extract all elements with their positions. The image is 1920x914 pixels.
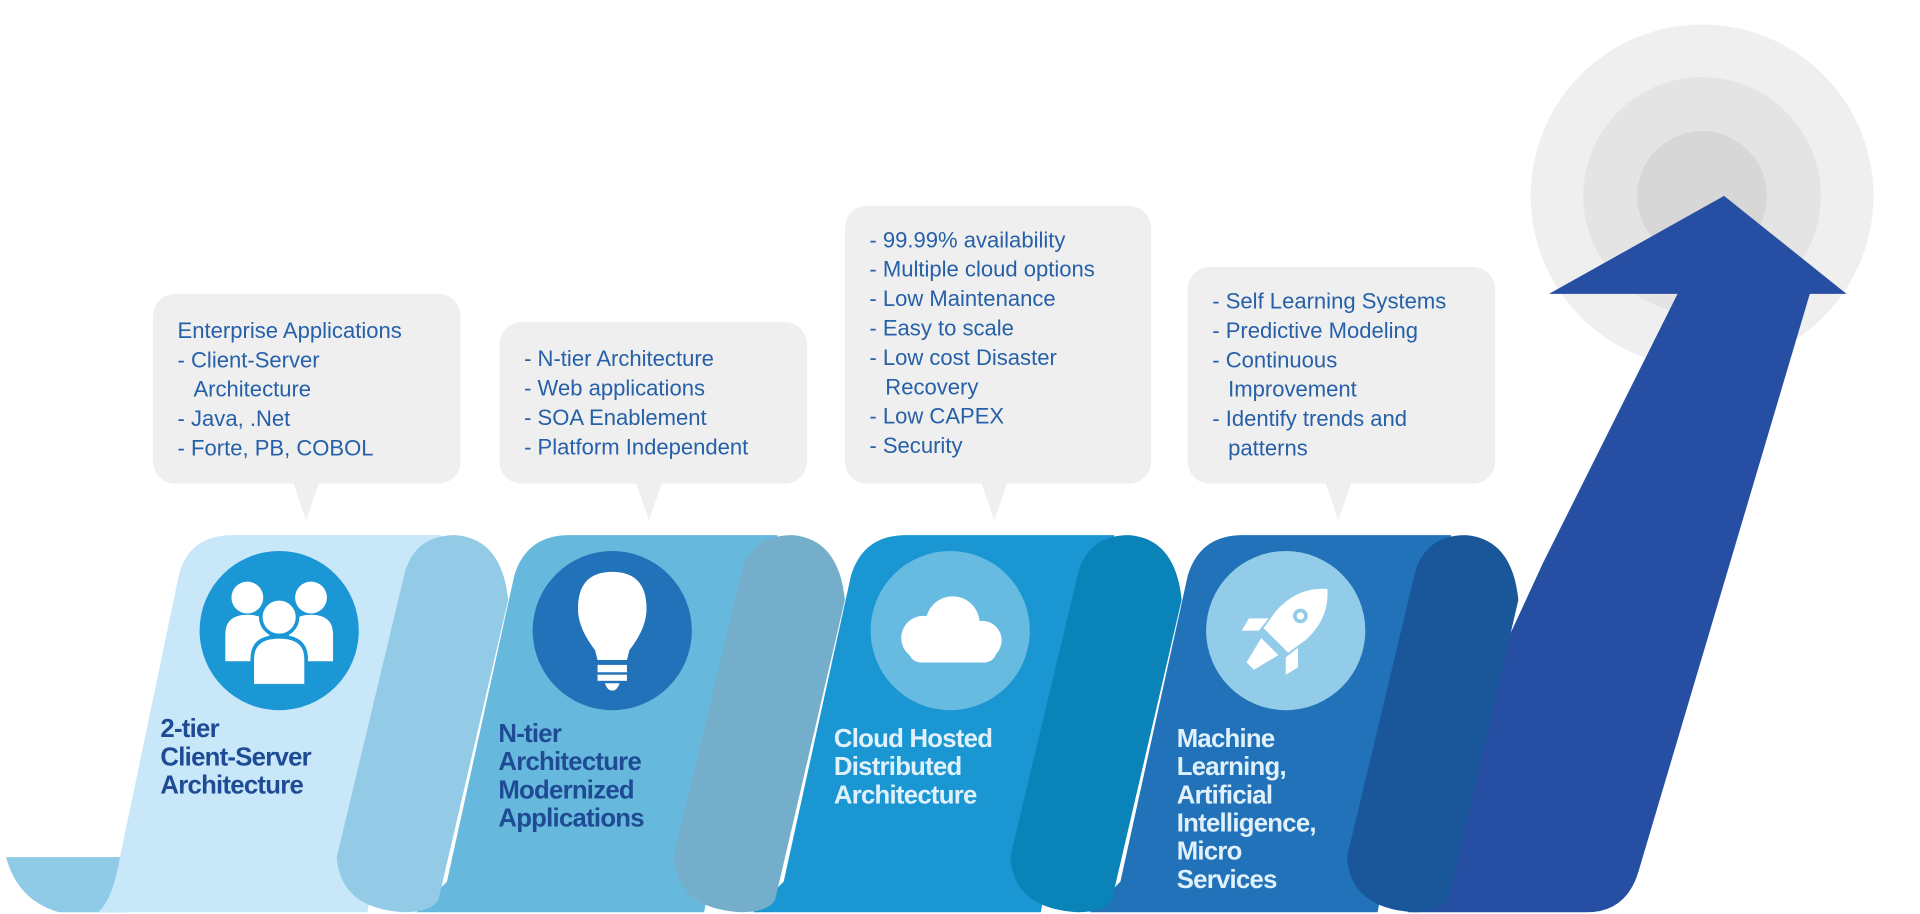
people-group-icon bbox=[225, 581, 334, 686]
stage2-fold bbox=[673, 535, 845, 913]
callout-line: - Multiple cloud options bbox=[869, 257, 1095, 282]
stage2-icon-circle bbox=[532, 551, 692, 711]
title-line: Client-Server bbox=[160, 743, 311, 772]
callout-line: - Forte, PB, COBOL bbox=[177, 435, 374, 461]
callout-line: - Web applications bbox=[524, 375, 706, 401]
title-line: Architecture bbox=[833, 781, 977, 810]
stage3-icon-circle bbox=[870, 551, 1030, 711]
title-line: Intelligence, bbox=[1176, 809, 1317, 838]
growth-arrow bbox=[1395, 195, 1847, 913]
title-line: Applications bbox=[498, 804, 644, 833]
stage1-callout: Enterprise Applications - Client-Server … bbox=[153, 293, 461, 521]
stage3-callout: - 99.99% availability - Multiple cloud o… bbox=[844, 205, 1152, 521]
callout-line: - Easy to scale bbox=[869, 315, 1014, 341]
callout-line: - Platform Independent bbox=[524, 434, 749, 460]
callout-line: Enterprise Applications bbox=[177, 318, 402, 343]
callout-line: Improvement bbox=[1228, 377, 1357, 402]
callout-line: - Low CAPEX bbox=[869, 404, 1005, 429]
callout-line: - Identify trends and bbox=[1212, 406, 1408, 432]
callout-pointer bbox=[1324, 481, 1352, 521]
callout-line: - Security bbox=[869, 433, 963, 458]
title-line: N-tier bbox=[498, 720, 562, 749]
stage3-title: Cloud Hosted Distributed Architecture bbox=[833, 724, 993, 810]
callout-line: - Self Learning Systems bbox=[1212, 288, 1447, 314]
callout-line: patterns bbox=[1228, 435, 1308, 461]
callout-line: - 99.99% availability bbox=[869, 227, 1066, 253]
callout-line: - Predictive Modeling bbox=[1212, 318, 1419, 343]
stage2-callout: - N-tier Architecture - Web applications… bbox=[499, 322, 807, 521]
callout-line: - N-tier Architecture bbox=[524, 346, 714, 372]
callout-line: - Low Maintenance bbox=[869, 286, 1056, 312]
callout-line: - Client-Server bbox=[177, 347, 320, 373]
callout-line: - Continuous bbox=[1212, 347, 1338, 373]
callout-line: Architecture bbox=[193, 377, 312, 402]
stage1-title: 2-tier Client-Server Architecture bbox=[160, 715, 311, 799]
stage4-callout: - Self Learning Systems - Predictive Mod… bbox=[1187, 266, 1496, 521]
title-line: Architecture bbox=[160, 771, 304, 800]
stage2-title: N-tier Architecture Modernized Applicati… bbox=[498, 720, 644, 833]
title-line: Cloud Hosted bbox=[833, 724, 993, 754]
stage4-icon-circle bbox=[1206, 551, 1366, 711]
callout-line: - Low cost Disaster bbox=[869, 345, 1057, 370]
stage4-fold bbox=[1346, 535, 1519, 913]
title-line: Architecture bbox=[498, 748, 642, 777]
title-line: Distributed bbox=[833, 753, 962, 782]
title-line: Machine bbox=[1176, 724, 1275, 754]
cloud-icon bbox=[901, 596, 1002, 663]
title-line: Artificial bbox=[1176, 781, 1273, 810]
rocket-icon bbox=[1241, 588, 1328, 675]
lightbulb-icon bbox=[577, 571, 647, 691]
stage1-fold bbox=[336, 535, 509, 913]
title-line: Micro bbox=[1176, 837, 1243, 866]
callout-line: - Java, .Net bbox=[177, 406, 291, 432]
callout-pointer bbox=[635, 481, 663, 521]
stage1-icon-circle bbox=[199, 551, 359, 711]
title-line: Services bbox=[1176, 865, 1278, 894]
title-line: Learning, bbox=[1176, 753, 1287, 782]
callout-line: Recovery bbox=[885, 374, 979, 400]
stage4-title: Machine Learning, Artificial Intelligenc… bbox=[1176, 724, 1317, 894]
callout-pointer bbox=[292, 481, 320, 521]
callout-pointer bbox=[980, 481, 1008, 521]
callout-line: - SOA Enablement bbox=[524, 405, 707, 430]
stage3-fold bbox=[1010, 535, 1182, 913]
title-line: Modernized bbox=[498, 776, 634, 805]
title-line: 2-tier bbox=[160, 715, 219, 744]
